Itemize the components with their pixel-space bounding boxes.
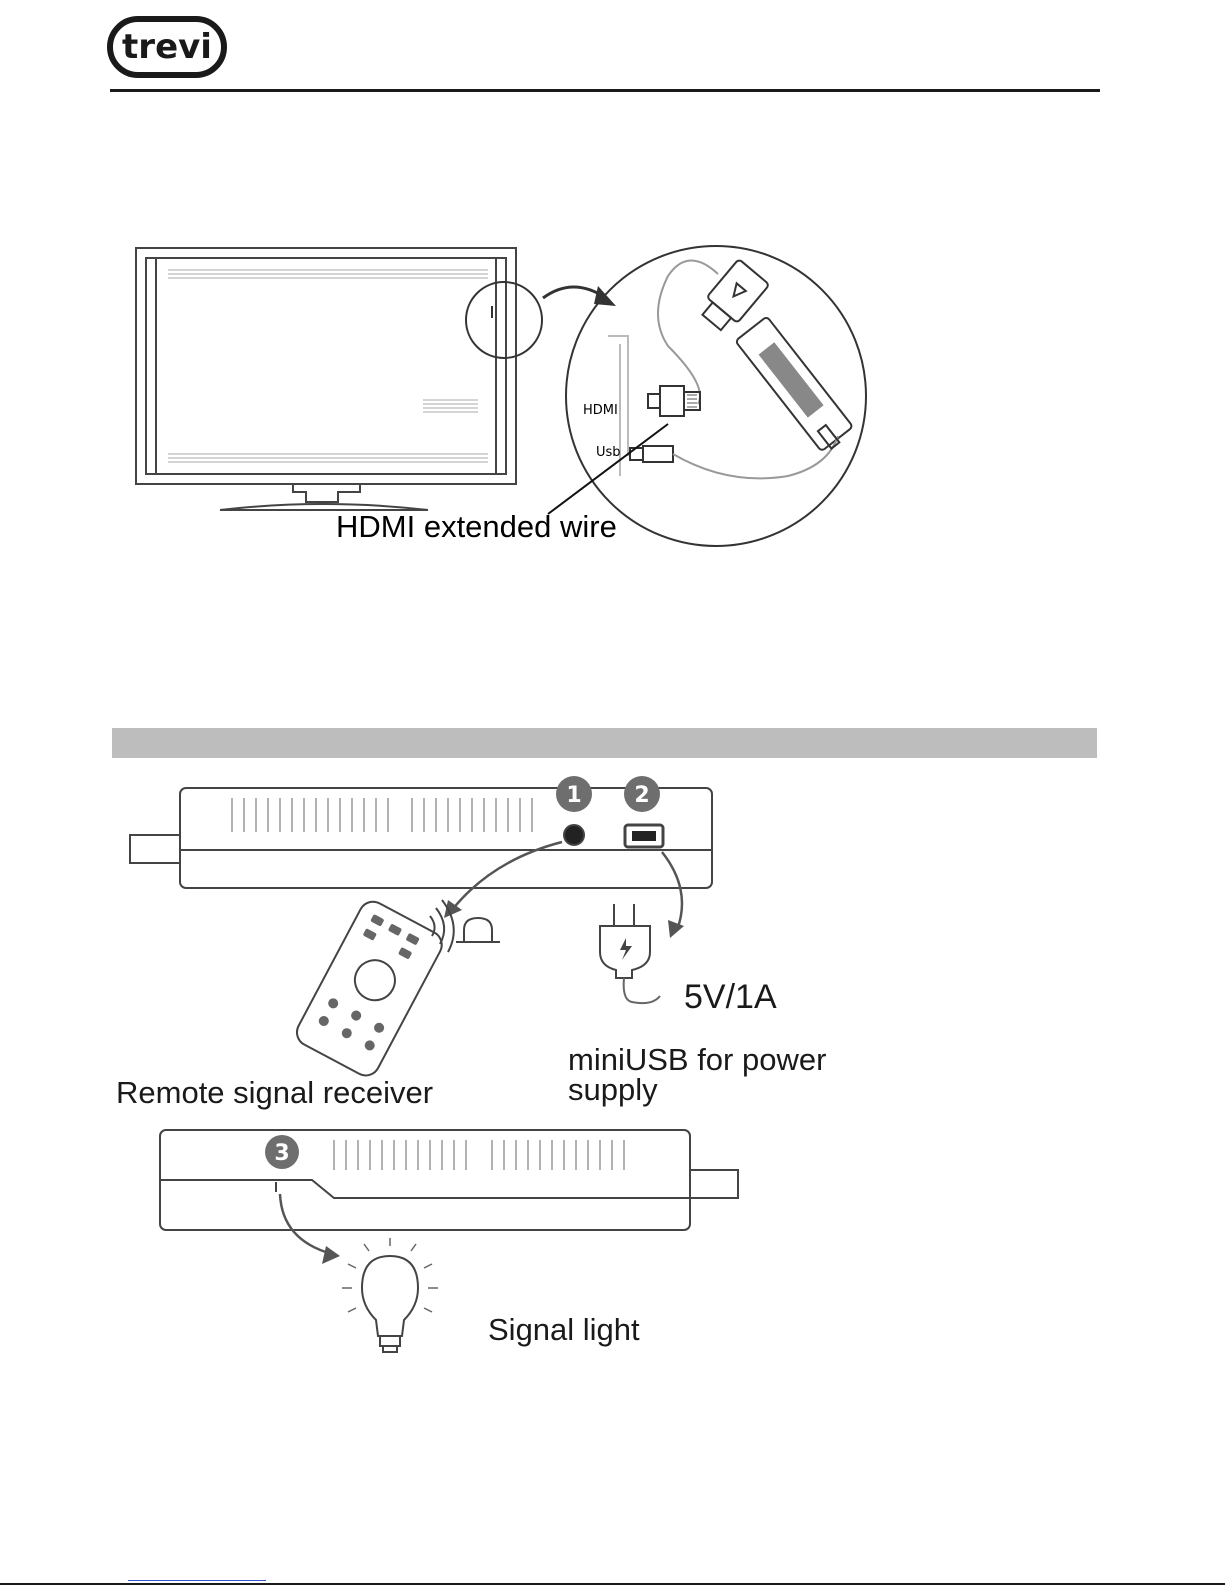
badge-3-number: 3 (274, 1141, 289, 1166)
power-label-line2: supply (568, 1072, 658, 1107)
footer-link-underline (128, 1580, 266, 1581)
badge-1-number: 1 (566, 783, 581, 808)
dongle-bottom-view (160, 1130, 738, 1230)
section-bar (112, 728, 1097, 758)
power-arrow (662, 852, 682, 930)
remote-label: Remote signal receiver (116, 1075, 433, 1110)
badge-2-number: 2 (634, 783, 649, 808)
power-rating: 5V/1A (684, 978, 777, 1016)
light-arrow (280, 1194, 332, 1254)
light-bulb-icon (342, 1238, 438, 1352)
remote-arrow (452, 842, 562, 910)
logo-wordmark: trevi (122, 27, 212, 67)
tv-connection-diagram: HDMI Usb HDMI extended wire (128, 236, 880, 552)
signal-light-label: Signal light (488, 1312, 640, 1347)
remote-control-icon (292, 897, 447, 1081)
magnified-view (566, 246, 866, 546)
hdmi-callout: HDMI (583, 403, 618, 418)
usb-callout: Usb (596, 445, 621, 460)
dongle-top-view (130, 788, 712, 888)
trevi-logo: trevi (107, 16, 227, 78)
power-plug-icon (600, 904, 660, 1003)
dongle-ports-diagram: 1 2 5V/1A miniUSB for power su (112, 770, 912, 1390)
ir-receiver-icon (456, 918, 500, 942)
tv-illustration (136, 248, 542, 510)
hdmi-extended-wire-caption: HDMI extended wire (336, 509, 617, 544)
header-rule (110, 89, 1100, 92)
